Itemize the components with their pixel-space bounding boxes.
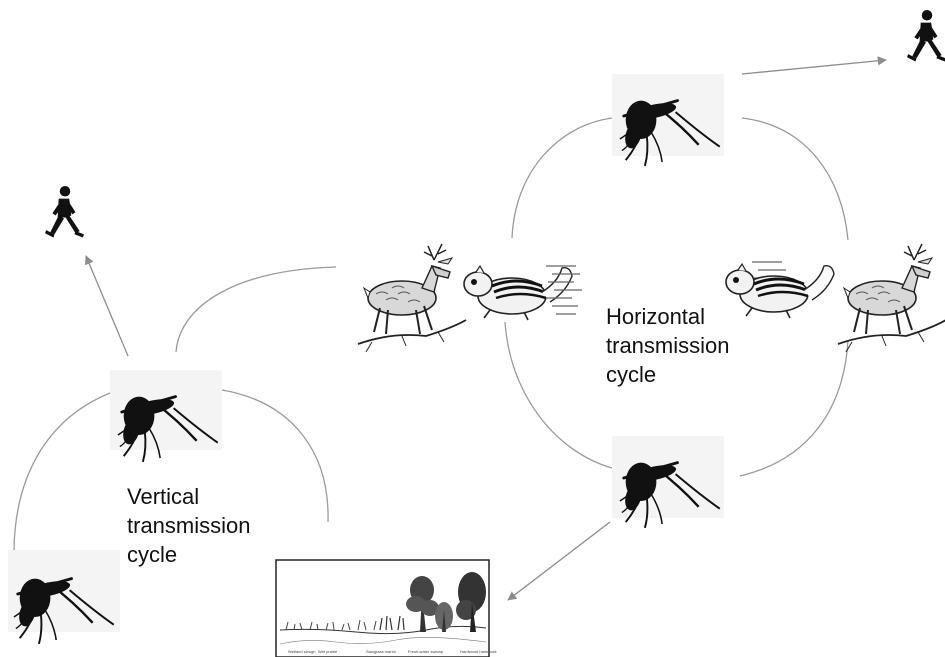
arc-vertical-left [14, 393, 110, 550]
arc-top-right [742, 118, 848, 240]
vertical-cycle-label: Vertical transmission cycle [127, 482, 250, 569]
habitat-caption: Fresh-water swamp [408, 649, 444, 654]
arc-bottom-right [740, 340, 848, 476]
mosquito-icon [612, 74, 724, 166]
arrow-to-human-right [742, 60, 886, 74]
mosquito-icon [110, 370, 222, 462]
habitat-caption: Hardwood hammock [460, 649, 497, 654]
habitat-sketch: Wetland slough Wet prairie Sawgrass mars… [276, 560, 497, 657]
arrow-to-human-left [86, 256, 128, 356]
habitat-caption: Wet prairie [318, 649, 338, 654]
horizontal-cycle-label: Horizontal transmission cycle [606, 302, 729, 389]
arc-bottom-left [505, 322, 612, 468]
walking-person-icon [45, 186, 84, 237]
arc-top-left [512, 118, 612, 238]
habitat-captions: Wetland slough Wet prairie Sawgrass mars… [288, 649, 497, 654]
mosquito-icon [612, 436, 724, 528]
walking-person-icon [907, 10, 945, 61]
habitat-caption: Wetland slough [288, 649, 316, 654]
deer-icon [358, 244, 466, 352]
arrow-to-habitat [508, 522, 610, 600]
habitat-caption: Sawgrass marsh [366, 649, 396, 654]
arc-link-to-deer [176, 267, 336, 352]
mosquito-icon [8, 550, 120, 644]
deer-icon [838, 244, 945, 352]
chipmunk-icon [726, 264, 834, 318]
